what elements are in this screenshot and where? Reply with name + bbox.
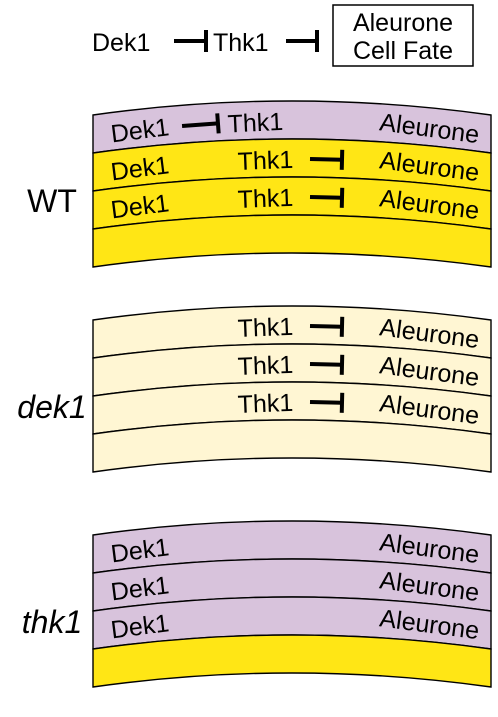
thk1-label: Thk1 (237, 389, 294, 419)
thk1-inhibits-aleurone-arrow (309, 354, 345, 375)
thk1-inhibits-aleurone-arrow (309, 392, 345, 413)
pathway-thk1-label: Thk1 (213, 29, 269, 57)
pathway-header: Dek1 Thk1 Aleurone Cell Fate (92, 4, 474, 67)
genotype-label: WT (27, 183, 77, 219)
genotype-label: dek1 (17, 389, 86, 425)
cell-layer-band (92, 214, 492, 268)
genotype-label: thk1 (22, 604, 82, 640)
aleurone-cell-fate-line2: Cell Fate (353, 37, 453, 65)
pathway-thk1-inhibits-fate-arrow (286, 30, 319, 52)
pathway-dek1-inhibits-thk1-arrow (174, 30, 208, 52)
thk1-label: Thk1 (237, 146, 294, 176)
cell-layer-band (92, 634, 492, 688)
dek1-inhibits-thk1-arrow (181, 113, 221, 134)
aleurone-cell-fate-box (332, 4, 474, 67)
pathway-dek1-label: Dek1 (92, 29, 150, 57)
cell-layer (92, 634, 492, 688)
cell-layer-band (92, 419, 492, 473)
thk1-label: Thk1 (237, 184, 294, 214)
aleurone-cell-fate-line1: Aleurone (353, 9, 453, 37)
cell-layer (92, 214, 492, 268)
thk1-label: Thk1 (227, 108, 284, 138)
thk1-label: Thk1 (237, 313, 294, 343)
cell-layer (92, 419, 492, 473)
thk1-inhibits-aleurone-arrow (309, 187, 345, 208)
thk1-label: Thk1 (237, 351, 294, 381)
thk1-inhibits-aleurone-arrow (309, 149, 345, 170)
thk1-inhibits-aleurone-arrow (309, 316, 345, 337)
